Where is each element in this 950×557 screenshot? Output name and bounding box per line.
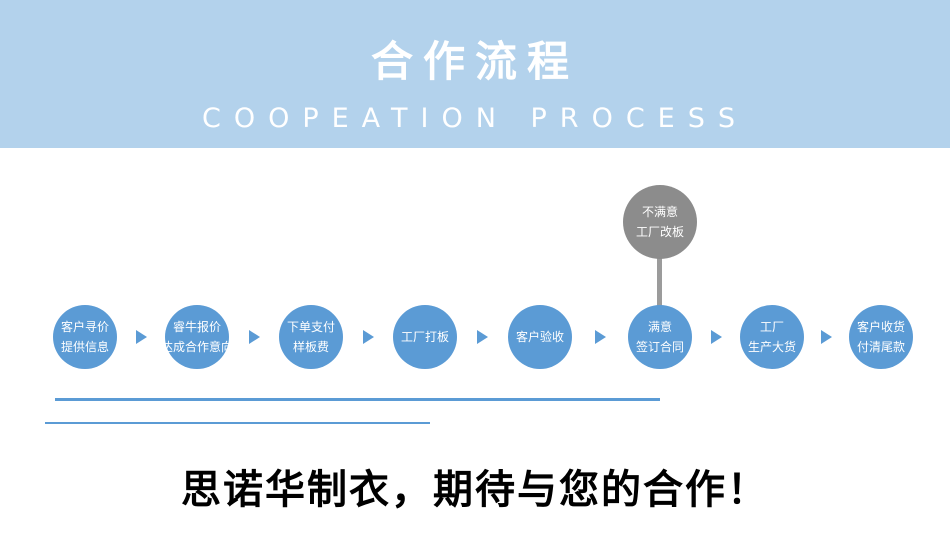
flow-step-circle-8: 客户收货 付清尾款 xyxy=(849,305,913,369)
flow-step-label: 客户收货 付清尾款 xyxy=(856,319,905,354)
flow-step-label: 睿牛报价 达成合作意向 xyxy=(161,319,234,354)
flow-alt-step-label: 不满意 工厂改板 xyxy=(635,204,684,239)
arrow-right-icon xyxy=(477,330,488,344)
accent-underline-long xyxy=(55,398,660,401)
arrow-right-icon xyxy=(595,330,606,344)
flow-step-circle-6: 满意 签订合同 xyxy=(628,305,692,369)
flow-step-label: 工厂打板 xyxy=(400,329,449,344)
banner: 合作流程 COOPEATION PROCESS xyxy=(0,0,950,148)
arrow-right-icon xyxy=(711,330,722,344)
flow-step-label: 满意 签订合同 xyxy=(635,319,684,354)
arrow-right-icon xyxy=(249,330,260,344)
flow-step-label: 下单支付 样板费 xyxy=(286,319,335,354)
footer-slogan: 思诺华制衣，期待与您的合作！ xyxy=(181,467,769,513)
arrow-right-icon xyxy=(821,330,832,344)
flow-step-circle-4: 工厂打板 xyxy=(393,305,457,369)
banner-subtitle: COOPEATION PROCESS xyxy=(201,103,749,134)
flow-step-label: 客户寻价 提供信息 xyxy=(60,319,109,354)
flow-step-label: 工厂 生产大货 xyxy=(747,319,796,354)
flow-alt-step-circle: 不满意 工厂改板 xyxy=(623,185,697,259)
arrow-right-icon xyxy=(363,330,374,344)
flow-step-circle-1: 客户寻价 提供信息 xyxy=(53,305,117,369)
flow-step-circle-7: 工厂 生产大货 xyxy=(740,305,804,369)
flow-step-label: 客户验收 xyxy=(515,329,564,344)
arrow-right-icon xyxy=(136,330,147,344)
flow-step-circle-5: 客户验收 xyxy=(508,305,572,369)
accent-underline-short xyxy=(45,422,430,424)
flow-step-circle-3: 下单支付 样板费 xyxy=(279,305,343,369)
alt-step-connector-line xyxy=(657,252,662,310)
flow-step-circle-2: 睿牛报价 达成合作意向 xyxy=(161,305,233,369)
banner-title: 合作流程 xyxy=(370,37,579,86)
